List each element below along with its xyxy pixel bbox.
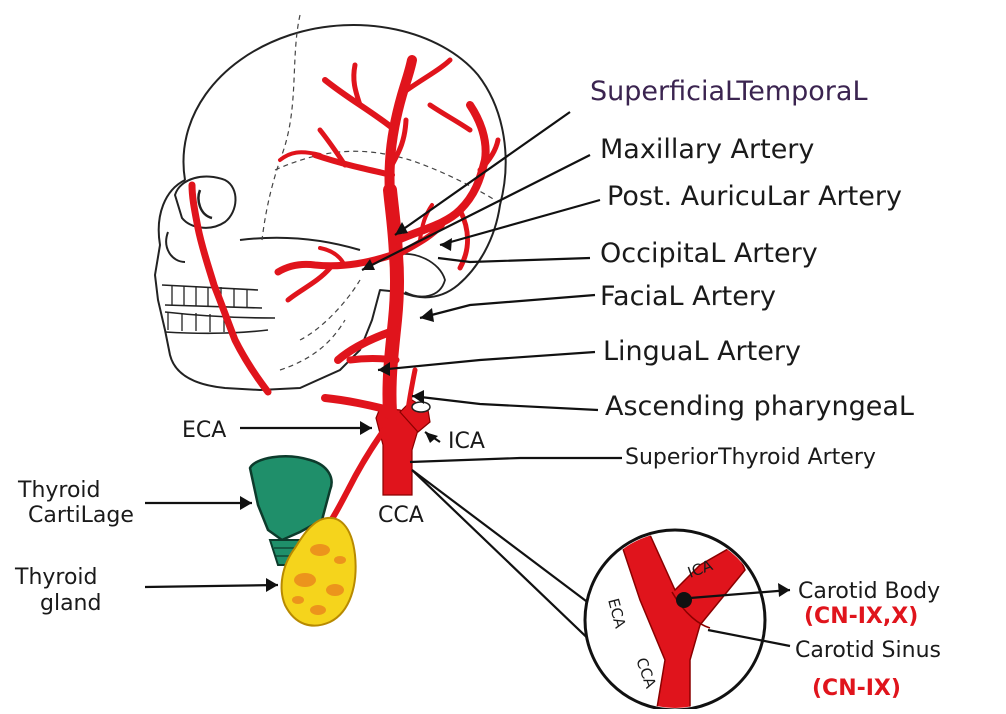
label-thyroid-cartilage-1: Thyroid — [17, 478, 101, 503]
inset-leader-bottom — [412, 470, 600, 650]
label-ascending-pharyngeal: Ascending pharyngeaL — [605, 391, 914, 422]
skull-drawing — [155, 15, 506, 390]
orbit-outline — [175, 176, 236, 227]
label-thyroid-gland-2: gland — [40, 591, 101, 616]
label-lingual-artery: LinguaL Artery — [603, 336, 801, 367]
superior-thyroid-branch — [330, 430, 384, 522]
thyroid-structures — [250, 456, 356, 625]
label-carotid-sinus: Carotid Sinus — [795, 638, 941, 663]
label-eca: ECA — [182, 418, 226, 443]
eca-trunk — [389, 190, 397, 412]
inset-leader-top — [412, 470, 598, 610]
label-superior-thyroid-artery: SuperiorThyroid Artery — [625, 445, 876, 470]
label-maxillary-artery: Maxillary Artery — [600, 134, 814, 165]
label-carotid-body: Carotid Body — [798, 579, 940, 604]
label-ica: ICA — [448, 429, 485, 454]
label-occipital-artery: OccipitaL Artery — [600, 238, 818, 269]
carotid-inset — [412, 470, 765, 709]
label-carotid-sinus-nerve: (CN-IX) — [812, 676, 901, 701]
label-facial-artery: FaciaL Artery — [600, 281, 776, 312]
label-superficial-temporal: SuperficiaLTemporaL — [590, 76, 868, 107]
label-carotid-body-nerves: (CN-IX,X) — [804, 604, 918, 629]
label-post-auricular-artery: Post. AuricuLar Artery — [607, 181, 902, 212]
lingual-branch — [350, 359, 396, 361]
carotid-body-dot — [676, 592, 692, 608]
label-thyroid-gland-1: Thyroid — [14, 565, 98, 590]
label-cca: CCA — [378, 503, 424, 528]
label-thyroid-cartilage-2: CartiLage — [28, 503, 134, 528]
